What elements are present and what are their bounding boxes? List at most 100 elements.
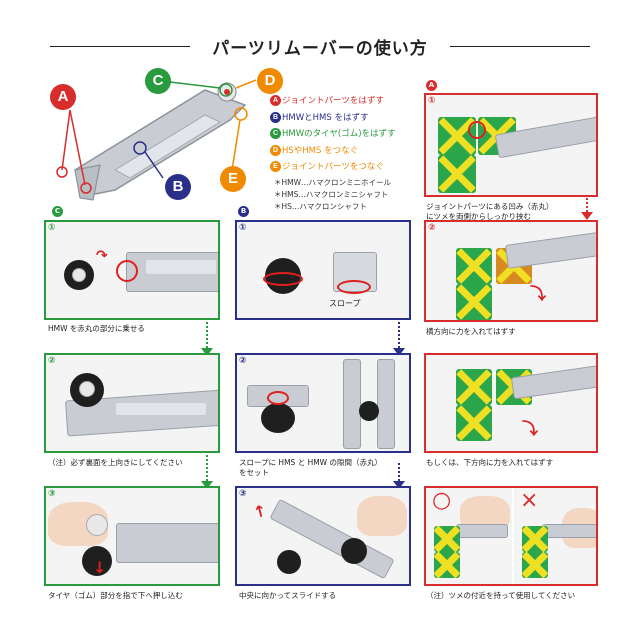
callout-b: B bbox=[165, 174, 191, 200]
legend-text: HMWのタイヤ(ゴム)をはずす bbox=[282, 129, 396, 139]
step-number: ③ bbox=[48, 489, 56, 499]
remover-tool bbox=[456, 524, 508, 538]
callout-c: C bbox=[145, 68, 171, 94]
flow-arrow-c2 bbox=[201, 481, 213, 489]
down-arrow-icon: ↓ bbox=[93, 558, 107, 577]
title-rule-right bbox=[450, 46, 590, 47]
divider bbox=[512, 488, 514, 584]
flow-arrow-b2 bbox=[393, 481, 405, 489]
section-badge-a: A bbox=[426, 80, 437, 91]
step-a-1-caption-2: にツメを両側からしっかり挟む bbox=[426, 212, 531, 221]
wheel-tire bbox=[82, 546, 112, 576]
flow-dots-c2 bbox=[206, 455, 208, 481]
joint-cube bbox=[456, 284, 492, 320]
joint-cube bbox=[434, 552, 460, 578]
remover-tool-illustration bbox=[73, 82, 247, 201]
step-a-2: ② ⤵ bbox=[424, 220, 598, 322]
legend-badge: D bbox=[270, 144, 281, 156]
flow-dots-a1 bbox=[586, 198, 588, 212]
ok-mark-icon: ○ bbox=[432, 488, 452, 513]
wheel-hub bbox=[72, 268, 86, 282]
wheel-hub bbox=[86, 514, 108, 536]
step-b-2: ② bbox=[235, 353, 411, 453]
step-number: ① bbox=[239, 223, 247, 233]
legend-text: ジョイントパーツをはずす bbox=[282, 96, 384, 106]
joint-cube bbox=[522, 552, 548, 578]
gap-marker bbox=[263, 272, 303, 286]
step-a-grip-note: ○ × bbox=[424, 486, 598, 586]
notch-marker bbox=[468, 121, 486, 139]
flow-arrow-b1 bbox=[393, 348, 405, 356]
step-a-grip-caption: （注）ツメの付近を持って使用してください bbox=[426, 591, 576, 600]
flow-dots-b1 bbox=[398, 322, 400, 348]
joint-cube bbox=[522, 526, 548, 552]
step-b-2-caption: スロープに HMS と HMW の隙間（赤丸） bbox=[239, 458, 382, 467]
legend-text: HMWとHMS をはずす bbox=[282, 112, 369, 123]
flow-dots-c1 bbox=[206, 322, 208, 348]
step-number: ① bbox=[48, 223, 56, 233]
step-c-2: ② bbox=[44, 353, 220, 453]
legend-text: HSやHMS をつなぐ bbox=[282, 145, 359, 156]
remover-tool-side bbox=[377, 359, 395, 449]
remover-tool-side bbox=[343, 359, 361, 449]
slope-label: スロープ bbox=[329, 299, 361, 308]
step-a-1-caption: ジョイントパーツにある凹み（赤丸） bbox=[426, 202, 554, 211]
tool-slot bbox=[146, 260, 216, 274]
red-circle-marker bbox=[116, 260, 138, 282]
step-b-2-caption-2: をセット bbox=[239, 468, 269, 477]
joint-cube bbox=[456, 248, 492, 284]
callout-d: D bbox=[257, 68, 283, 94]
slope-marker bbox=[337, 280, 371, 294]
down-arrow-icon: ⤵ bbox=[522, 419, 539, 438]
page-title: パーツリムーバーの使い方 bbox=[0, 34, 640, 59]
legend-badge: C bbox=[270, 128, 281, 139]
note-line: ＊HS…ハマクロンシャフト bbox=[274, 202, 367, 211]
legend-badge: B bbox=[270, 111, 281, 123]
step-c-1: ① ↷ bbox=[44, 220, 220, 320]
remover-tool bbox=[504, 231, 596, 269]
joint-cube bbox=[456, 369, 492, 405]
callout-a: A bbox=[50, 84, 76, 110]
step-number: ② bbox=[48, 356, 56, 366]
step-a-2-alt-caption: もしくは、下方向に力を入れてはずす bbox=[426, 458, 554, 467]
callout-e: E bbox=[220, 166, 246, 192]
note-line: ＊HMW…ハマクロンミニホイール bbox=[274, 178, 392, 187]
step-a-2-alt: ⤵ bbox=[424, 353, 598, 453]
title-rule-left bbox=[50, 46, 190, 47]
slide-arrow-icon: ↖ bbox=[249, 499, 271, 524]
tool-slot bbox=[116, 403, 206, 415]
flow-arrow-c1 bbox=[201, 348, 213, 356]
callout-lines bbox=[56, 79, 257, 194]
step-number: ① bbox=[428, 96, 436, 106]
step-number: ② bbox=[428, 223, 436, 233]
gap-marker bbox=[267, 391, 289, 405]
legend-badge: A bbox=[270, 95, 281, 106]
joint-cube bbox=[434, 526, 460, 552]
step-b-3: ③ ↖ bbox=[235, 486, 411, 586]
shaft-wheel bbox=[277, 550, 301, 574]
joint-cube bbox=[438, 155, 476, 193]
section-badge-b: B bbox=[238, 206, 249, 217]
note-line: ＊HMS…ハマクロンミニシャフト bbox=[274, 190, 389, 199]
step-b-3-caption: 中央に向かってスライドする bbox=[239, 591, 337, 600]
joint-cube bbox=[456, 405, 492, 441]
arrow-icon: ↷ bbox=[96, 248, 108, 264]
flow-dots-b2 bbox=[398, 463, 400, 481]
shaft-wheel bbox=[359, 401, 379, 421]
remover-tool bbox=[542, 524, 596, 538]
section-badge-c: C bbox=[52, 206, 63, 217]
step-c-3: ③ ↓ bbox=[44, 486, 220, 586]
ng-mark-icon: × bbox=[520, 488, 539, 513]
step-a-2-caption: 横方向に力を入れてはずす bbox=[426, 327, 516, 336]
push-arrow-icon: ⤵ bbox=[530, 284, 547, 303]
step-number: ③ bbox=[239, 489, 247, 499]
remover-tool bbox=[116, 523, 218, 563]
flow-arrow-a1 bbox=[581, 212, 593, 220]
step-a-1: ① bbox=[424, 93, 598, 197]
